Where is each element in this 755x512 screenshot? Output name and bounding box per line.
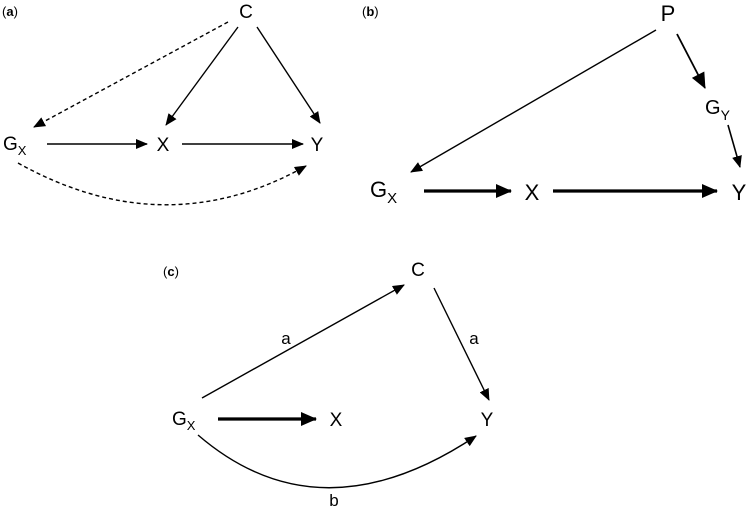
- panel-b-edge-gy-y: [727, 124, 742, 168]
- panel-b-edge-p-gy: [676, 33, 706, 89]
- panel-a-edge-c-y: [256, 26, 321, 124]
- panel-b-label: (b): [362, 4, 379, 19]
- panel-b-node-x: X: [525, 180, 540, 205]
- panel-a: (a) C GX X Y: [2, 2, 324, 206]
- panel-b-node-p: P: [661, 1, 676, 26]
- panel-a-edge-c-x: [165, 26, 239, 126]
- panel-c-node-x: X: [330, 410, 343, 431]
- panel-c-edge-label-gx-y: b: [329, 491, 338, 510]
- panel-a-label: (a): [2, 4, 18, 19]
- panel-a-node-gx: GX: [3, 134, 27, 158]
- panel-a-node-c: C: [239, 2, 253, 23]
- panel-c-edge-label-c-y: a: [469, 329, 479, 348]
- panel-c-label: (c): [163, 264, 179, 279]
- panel-a-edge-gx-y-dashed: [17, 162, 307, 206]
- panel-b-node-gy: GY: [705, 97, 731, 123]
- panel-c-edge-label-gx-c: a: [281, 329, 291, 348]
- panel-b-edge-p-gx: [410, 29, 657, 173]
- panel-c-edge-gx-y: [197, 434, 477, 489]
- panel-c-edge-gx-c: [201, 284, 405, 399]
- panel-b: (b) P GY GX X Y: [362, 1, 747, 207]
- panel-c-node-y: Y: [481, 410, 494, 431]
- panel-c-node-gx: GX: [172, 409, 196, 433]
- panel-b-node-y: Y: [732, 180, 747, 205]
- panel-a-node-y: Y: [311, 135, 324, 156]
- panel-c-edge-c-y: [433, 287, 490, 401]
- panel-c: (c) C GX X Y a a b: [163, 260, 494, 510]
- panel-c-node-c: C: [411, 260, 425, 281]
- panel-b-node-gx: GX: [370, 177, 397, 207]
- panel-a-node-x: X: [157, 135, 170, 156]
- panel-a-edge-c-gx-dashed: [33, 21, 229, 128]
